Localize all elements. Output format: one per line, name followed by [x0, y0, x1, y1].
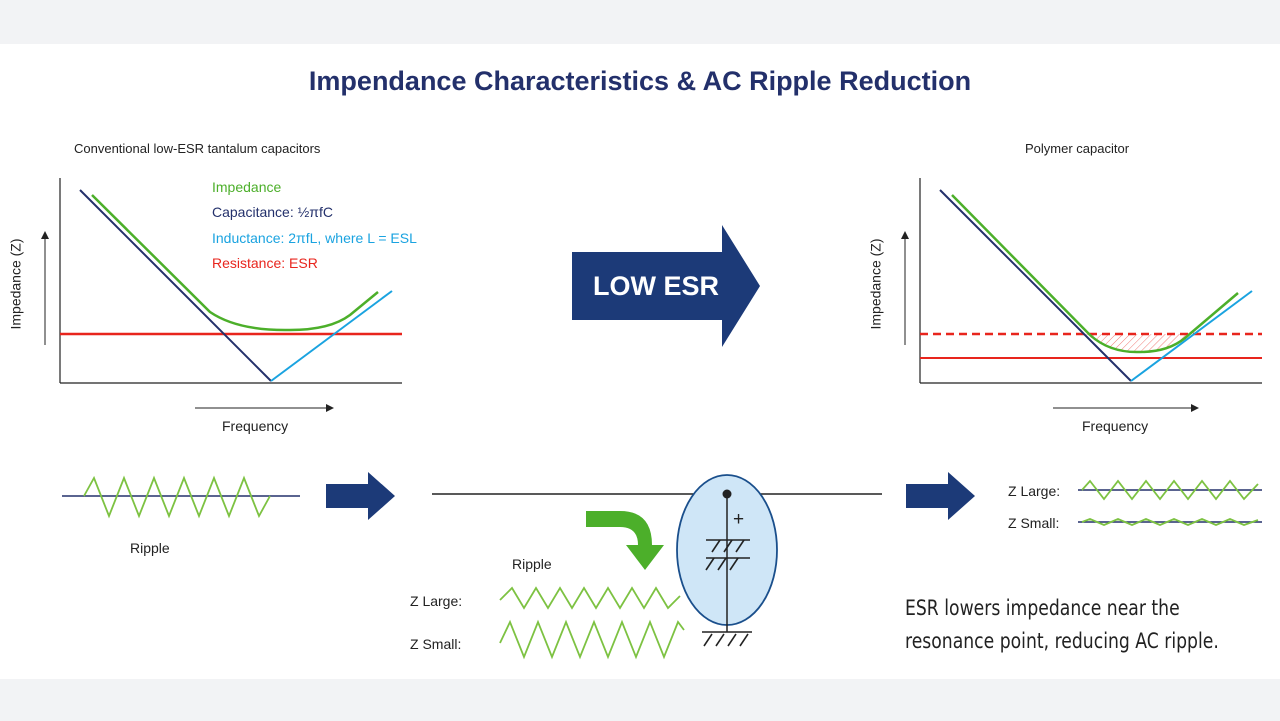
- right-impedance-plot: [901, 178, 1262, 412]
- right-ripple-results: [1078, 479, 1262, 526]
- output-arrow: [906, 472, 975, 520]
- left-ripple-wave: [62, 475, 300, 519]
- legend-capacitance: Capacitance: ½πfC: [212, 204, 333, 220]
- esr-note-line-1: ESR lowers impedance near the: [905, 596, 1180, 620]
- bottom-band: [0, 679, 1280, 721]
- low-esr-arrow: [572, 225, 760, 347]
- legend-inductance: Inductance: 2πfL, where L = ESL: [212, 230, 417, 246]
- low-esr-label: LOW ESR: [593, 271, 719, 301]
- right-panel-title: Polymer capacitor: [1025, 141, 1130, 156]
- right-capacitance-line: [939, 189, 1132, 382]
- ground-symbol: [702, 631, 752, 647]
- result-z-large-wave: [1081, 479, 1259, 501]
- circuit-ripple-label: Ripple: [512, 556, 552, 572]
- right-y-axis-label: Impedance (Z): [867, 238, 884, 330]
- result-z-small-wave: [1081, 518, 1259, 526]
- z-large-ripple-wave: [499, 586, 681, 610]
- circuit-z-large-label: Z Large:: [410, 593, 463, 609]
- legend-impedance: Impedance: [212, 179, 282, 195]
- main-title: Impendance Characteristics & AC Ripple R…: [308, 66, 972, 96]
- left-ripple-label: Ripple: [130, 540, 170, 556]
- capacitor-symbol: [705, 539, 750, 571]
- capacitor-circuit: [432, 474, 882, 660]
- left-impedance-curve: [91, 194, 379, 332]
- left-x-axis-label: Frequency: [222, 418, 289, 434]
- right-impedance-curve: [951, 194, 1239, 354]
- result-z-large-label: Z Large:: [1008, 483, 1061, 499]
- left-inductance-line: [270, 290, 393, 382]
- legend-resistance: Resistance: ESR: [212, 255, 318, 271]
- z-small-ripple-wave: [499, 619, 685, 660]
- top-band: [0, 0, 1280, 44]
- left-impedance-plot: [41, 178, 402, 412]
- circuit-z-small-label: Z Small:: [410, 636, 462, 652]
- right-inductance-line: [1130, 290, 1253, 382]
- esr-note-line-2: resonance point, reducing AC ripple.: [905, 629, 1219, 653]
- result-z-small-label: Z Small:: [1008, 515, 1060, 531]
- capacitor-plus-sign: +: [733, 509, 745, 530]
- green-curved-arrow: [586, 511, 664, 570]
- left-capacitance-line: [79, 189, 272, 382]
- left-panel-title: Conventional low-ESR tantalum capacitors: [74, 141, 321, 156]
- esr-note: ESR lowers impedance near the resonance …: [905, 592, 1219, 658]
- input-arrow: [326, 472, 395, 520]
- right-x-axis-label: Frequency: [1082, 418, 1149, 434]
- left-y-axis-label: Impedance (Z): [7, 238, 24, 330]
